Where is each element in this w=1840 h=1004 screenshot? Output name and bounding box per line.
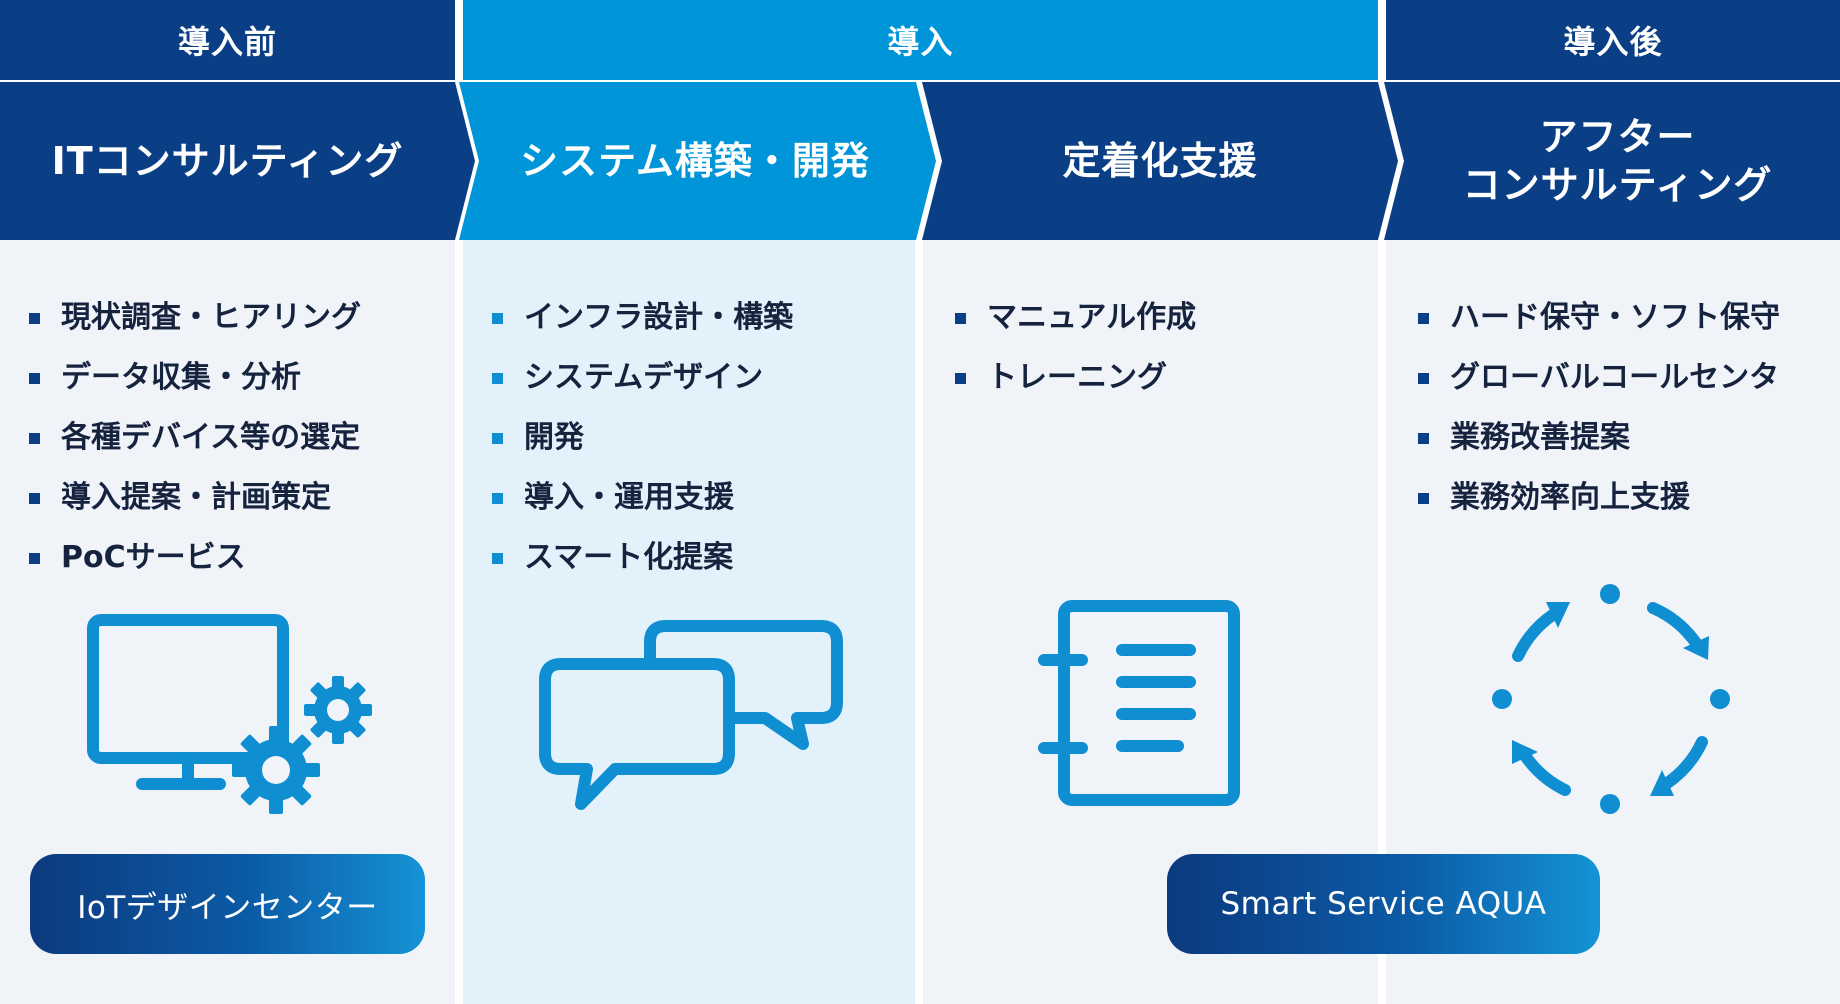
list-item: 業務改善提案 bbox=[1418, 412, 1780, 472]
bullet-icon bbox=[1418, 493, 1429, 504]
bullet-icon bbox=[492, 433, 503, 444]
chat-bubbles-icon bbox=[539, 620, 843, 810]
phase-bg-before bbox=[0, 0, 455, 80]
phase-label-during: 導入 bbox=[887, 23, 954, 61]
chevron-adoption-support bbox=[922, 82, 1398, 240]
list-item: データ収集・分析 bbox=[29, 352, 361, 412]
bullet-icon bbox=[492, 373, 503, 384]
bullet-icon bbox=[1418, 313, 1429, 324]
bullet-icon bbox=[1418, 373, 1429, 384]
list-item: グローバルコールセンタ bbox=[1418, 352, 1780, 412]
bullet-icon bbox=[29, 433, 40, 444]
item-list-it-consulting: 現状調査・ヒアリング データ収集・分析 各種デバイス等の選定 導入提案・計画策定… bbox=[29, 292, 361, 592]
bullet-icon bbox=[492, 553, 503, 564]
list-item: 導入・運用支援 bbox=[492, 472, 793, 532]
smart-service-aqua-badge: Smart Service AQUA bbox=[1167, 854, 1600, 954]
stage-title-system-development: システム構築・開発 bbox=[520, 139, 870, 183]
bullet-icon bbox=[955, 313, 966, 324]
bullet-icon bbox=[492, 313, 503, 324]
list-item: トレーニング bbox=[955, 352, 1196, 412]
list-item: システムデザイン bbox=[492, 352, 793, 412]
chevron-it-consulting bbox=[0, 82, 475, 240]
stage-title-adoption-support: 定着化支援 bbox=[1062, 139, 1258, 183]
process-chevrons bbox=[0, 82, 1840, 240]
list-item: 各種デバイス等の選定 bbox=[29, 412, 361, 472]
bullet-icon bbox=[29, 313, 40, 324]
item-list-system-development: インフラ設計・構築 システムデザイン 開発 導入・運用支援 スマート化提案 bbox=[492, 292, 793, 592]
bullet-icon bbox=[29, 373, 40, 384]
list-item: 開発 bbox=[492, 412, 793, 472]
chevron-after-consulting bbox=[1384, 82, 1840, 240]
gear-icon bbox=[304, 676, 372, 744]
bullet-icon bbox=[1418, 433, 1429, 444]
phase-label-before: 導入前 bbox=[177, 23, 277, 61]
item-list-after-consulting: ハード保守・ソフト保守 グローバルコールセンタ 業務改善提案 業務効率向上支援 bbox=[1418, 292, 1780, 532]
list-item: PoCサービス bbox=[29, 532, 361, 592]
iot-design-center-badge: IoTデザインセンター bbox=[30, 854, 425, 954]
stage-title-after-consulting: アフター コンサルティング bbox=[1462, 115, 1773, 207]
notebook-icon bbox=[1038, 600, 1240, 806]
monitor-gears-icon bbox=[87, 614, 372, 814]
chevron-system-development bbox=[459, 82, 936, 240]
list-item: スマート化提案 bbox=[492, 532, 793, 592]
phase-label-after: 導入後 bbox=[1563, 23, 1663, 61]
list-item: 業務効率向上支援 bbox=[1418, 472, 1780, 532]
item-list-adoption-support: マニュアル作成 トレーニング bbox=[955, 292, 1196, 412]
list-item: 導入提案・計画策定 bbox=[29, 472, 361, 532]
list-item: マニュアル作成 bbox=[955, 292, 1196, 352]
cycle-arrows-icon bbox=[1492, 584, 1730, 814]
bullet-icon bbox=[492, 493, 503, 504]
bullet-icon bbox=[29, 553, 40, 564]
list-item: ハード保守・ソフト保守 bbox=[1418, 292, 1780, 352]
phase-bg-after bbox=[1386, 0, 1840, 80]
list-item: インフラ設計・構築 bbox=[492, 292, 793, 352]
bullet-icon bbox=[29, 493, 40, 504]
phase-bg-during bbox=[463, 0, 1378, 80]
gear-icon bbox=[232, 726, 320, 814]
bullet-icon bbox=[955, 373, 966, 384]
list-item: 現状調査・ヒアリング bbox=[29, 292, 361, 352]
stage-title-it-consulting: ITコンサルティング bbox=[51, 139, 404, 183]
